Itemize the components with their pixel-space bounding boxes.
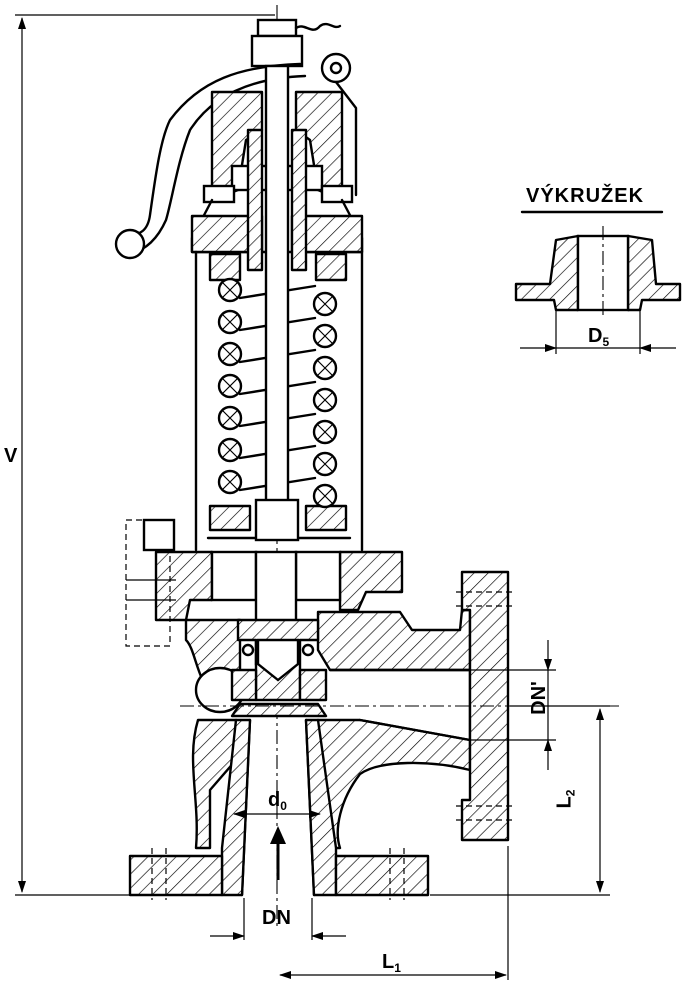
spring-coil-cross <box>317 296 333 312</box>
length-1-sub: 1 <box>394 961 401 975</box>
detail-diameter-main: D <box>588 325 603 347</box>
spindle <box>246 64 308 542</box>
outlet-diameter-dimension <box>470 640 556 770</box>
length-2-main: L <box>553 796 576 809</box>
length-1-dimension <box>279 846 509 980</box>
outlet-flange <box>180 570 620 842</box>
outlet-diameter-label: DN' <box>527 681 550 715</box>
spring-coil-cross <box>317 392 333 408</box>
height-label: V <box>4 445 18 467</box>
length-1-label: L1 <box>382 952 401 974</box>
length-2-sub: 2 <box>563 789 578 797</box>
detail-title: VÝKRUŽEK <box>526 185 645 207</box>
spring-coil-cross <box>317 488 333 504</box>
spring-coil-cross <box>317 360 333 376</box>
spring-coil-cross <box>317 456 333 472</box>
studs <box>125 518 176 647</box>
inlet-diameter-dimension <box>210 898 346 940</box>
spring-coil-cross <box>317 328 333 344</box>
spring-coil-cross <box>222 282 238 298</box>
detail-view <box>514 210 682 354</box>
spring-coil-cross <box>317 424 333 440</box>
spring-coil-cross <box>222 442 238 458</box>
detail-diameter-sub: 5 <box>602 335 610 349</box>
inlet-flange <box>128 848 430 900</box>
seat-diameter-sub: 0 <box>280 799 287 813</box>
flow-arrow <box>270 826 286 880</box>
valve-body <box>184 608 472 897</box>
detail-diameter-label: D5 <box>588 326 609 348</box>
spring-coil-cross <box>222 314 238 330</box>
seat-diameter-label: d0 <box>268 790 287 812</box>
spring-coil-cross <box>222 346 238 362</box>
spring <box>217 277 338 509</box>
spring-coil-cross <box>222 410 238 426</box>
length-2-dimension <box>430 705 610 896</box>
spring-coil-cross <box>222 474 238 490</box>
spring-housing <box>194 250 364 552</box>
seat-diameter-main: d <box>268 789 281 811</box>
inlet-diameter-label: DN <box>262 907 291 929</box>
length-2-label: L2 <box>553 789 578 809</box>
disc <box>230 618 328 718</box>
spring-coil-cross <box>222 378 238 394</box>
length-1-main: L <box>382 951 395 973</box>
